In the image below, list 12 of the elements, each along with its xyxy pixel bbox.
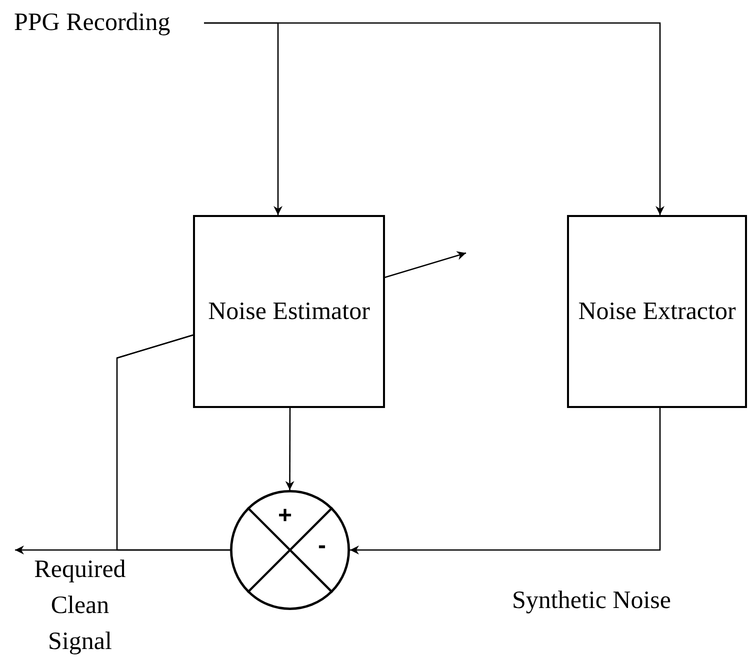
arrow bbox=[285, 408, 294, 490]
arrow bbox=[350, 408, 661, 554]
process-box bbox=[193, 215, 385, 408]
summing-junction bbox=[230, 490, 350, 610]
block-label: Noise Estimator bbox=[208, 296, 370, 327]
sign-label: - bbox=[318, 532, 326, 560]
output-label: Required Clean Signal bbox=[33, 555, 127, 657]
sign-label: + bbox=[278, 502, 292, 530]
input-label: PPG Recording bbox=[14, 8, 170, 38]
arrow bbox=[204, 22, 664, 215]
process-box bbox=[567, 215, 747, 408]
block-label: Noise Extractor bbox=[578, 296, 736, 327]
